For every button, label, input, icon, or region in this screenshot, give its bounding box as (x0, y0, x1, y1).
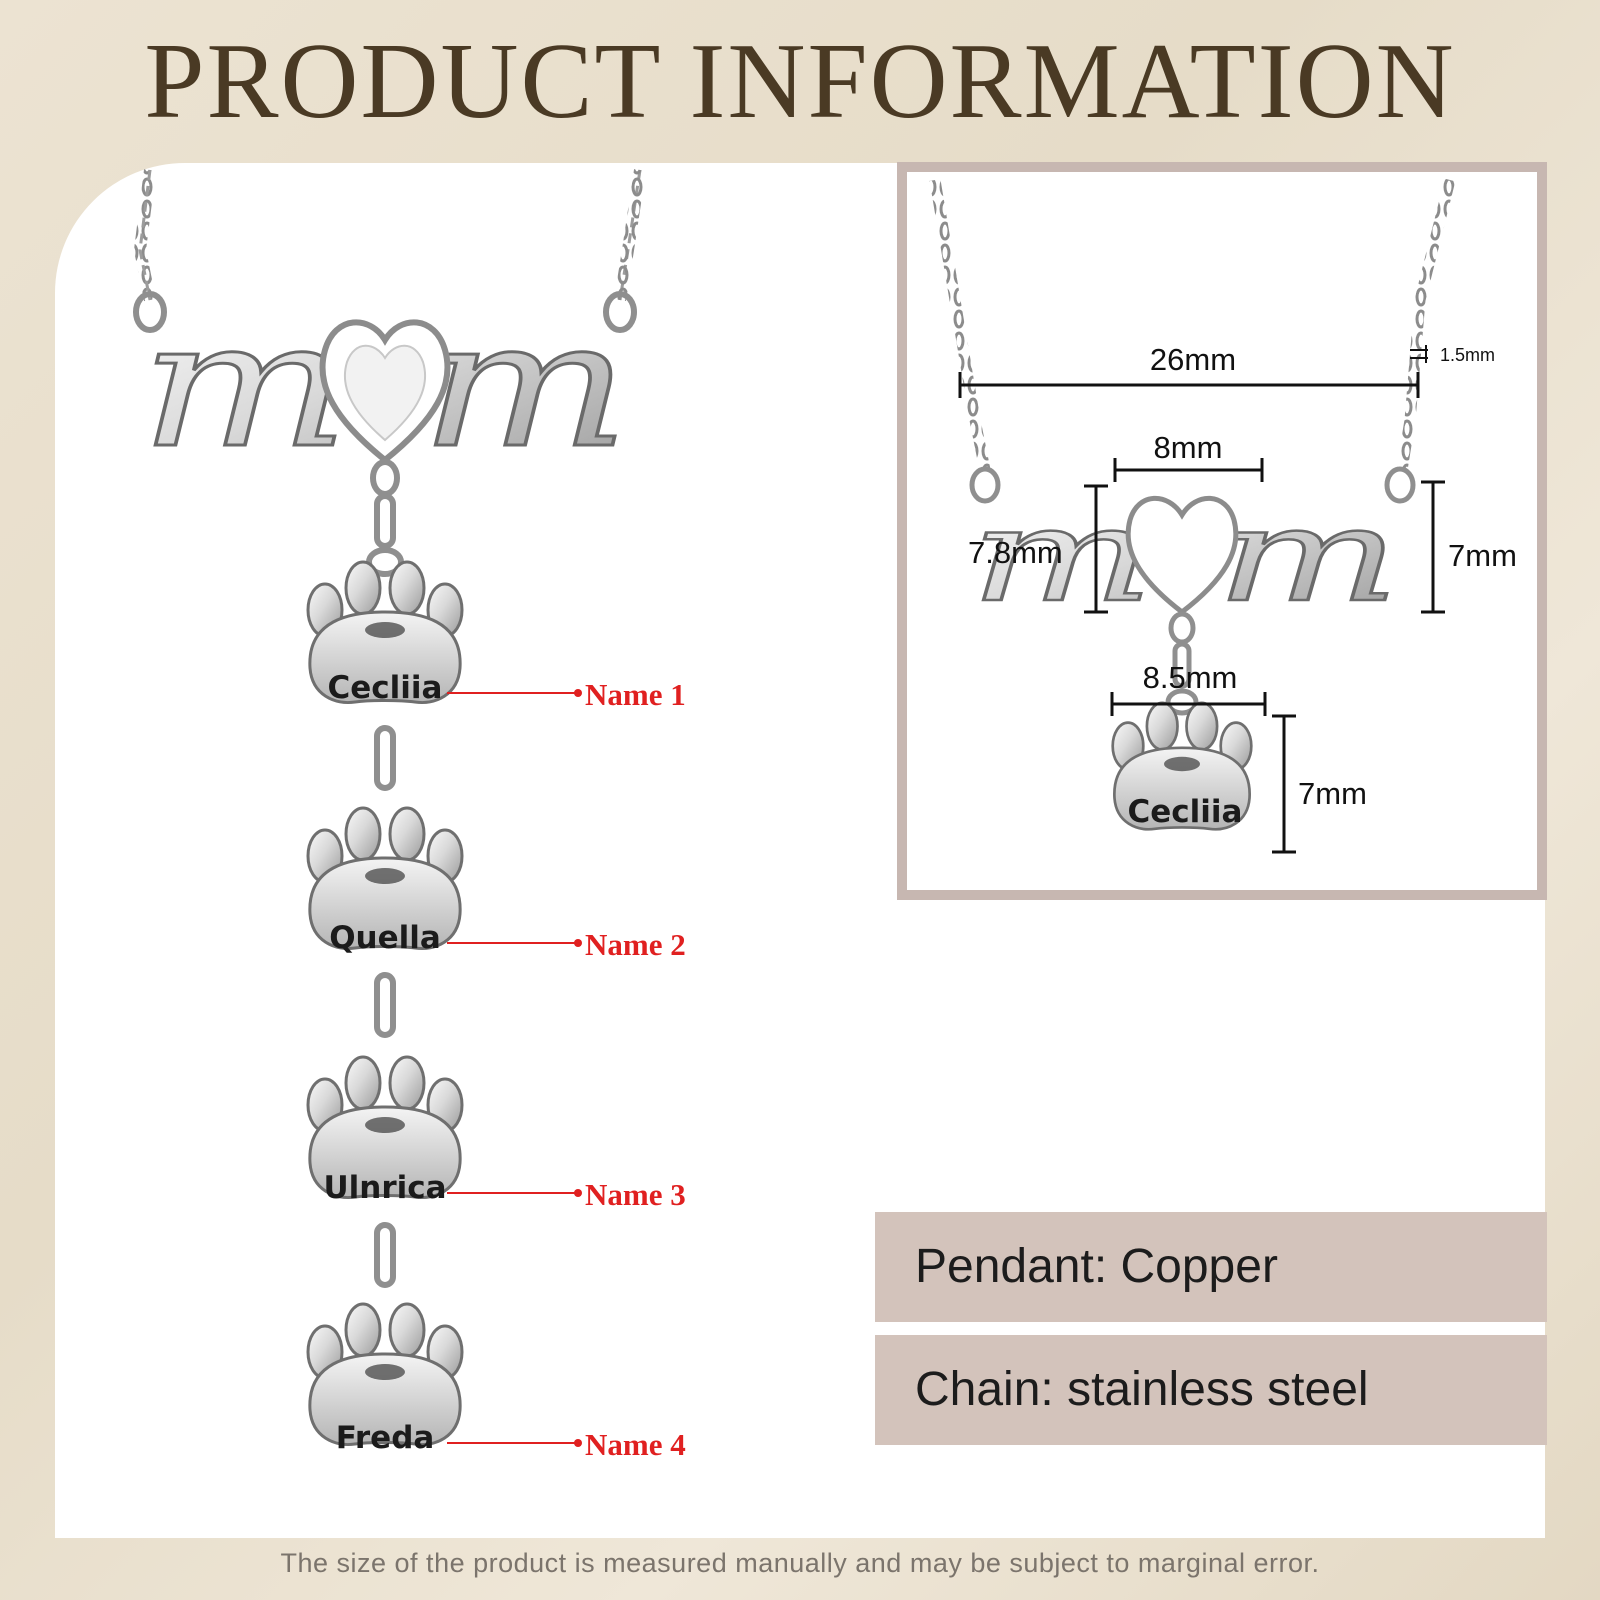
charm-2: Quella Name 2 (306, 806, 686, 962)
spec-chain: Chain: stainless steel (875, 1335, 1547, 1445)
charm-engraving: Cecliia (328, 670, 443, 706)
page-title: PRODUCT INFORMATION (144, 22, 1456, 141)
dim-heart-height: 7.8mm (968, 535, 1063, 570)
charm-engraving: Ulnrica (323, 1170, 446, 1206)
dim-paw-width: 8.5mm (1143, 660, 1238, 695)
charm-3: Ulnrica Name 3 (306, 1055, 686, 1212)
dimension-lines (958, 345, 1445, 854)
detail-necklace: m m Cecliia (929, 178, 1456, 831)
name-label: Name 2 (585, 927, 686, 962)
charm-4: Freda Name 4 (306, 1302, 686, 1462)
dim-width-mom: 26mm (1150, 342, 1236, 377)
name-label: Name 4 (585, 1427, 686, 1462)
dim-paw-height: 7mm (1298, 776, 1367, 811)
dim-heart-width: 8mm (1154, 430, 1223, 465)
charm-engraving: Quella (329, 920, 441, 956)
footnote: The size of the product is measured manu… (280, 1548, 1320, 1578)
name-label: Name 1 (585, 677, 686, 712)
detail-heart-gem-icon (1125, 495, 1239, 616)
dim-mom-height: 7mm (1448, 538, 1517, 573)
name-label: Name 3 (585, 1177, 686, 1212)
main-necklace: m m (133, 169, 646, 577)
dim-chain: 1.5mm (1440, 345, 1495, 365)
detail-engraving: Cecliia (1128, 794, 1243, 830)
spec-pendant: Pendant: Copper (875, 1212, 1547, 1322)
charm-1: Cecliia Name 1 (306, 560, 686, 712)
charm-engraving: Freda (336, 1420, 435, 1456)
